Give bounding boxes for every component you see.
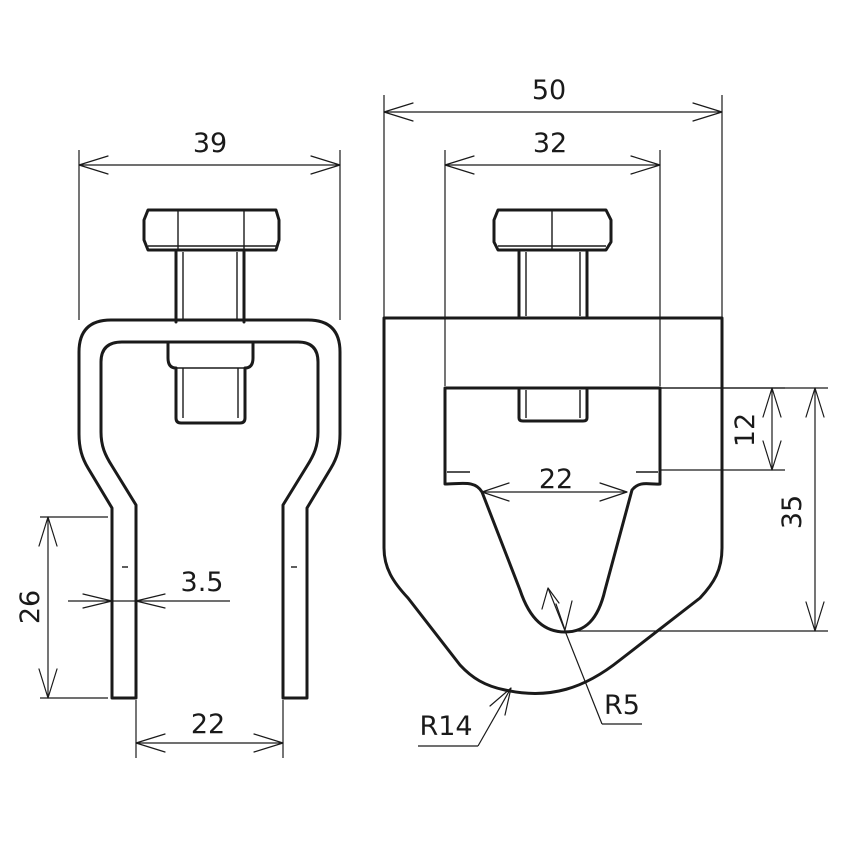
right-bolt-head (492, 208, 613, 252)
right-clamp-body (382, 316, 724, 695)
left-bolt-head (142, 208, 281, 252)
dim-right-depth: 35 (565, 387, 828, 632)
dim-left-height: 26 (15, 516, 108, 699)
dim-right-step: 12 (660, 387, 785, 471)
inner-radius-label: R5 (604, 690, 640, 721)
dim-left-thickness: 3.5 (68, 567, 230, 609)
dim-right-slot: 22 (481, 464, 628, 502)
dim-inner-radius: R5 (541, 587, 642, 725)
left-height-label: 26 (15, 590, 46, 624)
right-step-label: 12 (730, 413, 761, 447)
left-clamp-body (77, 318, 342, 700)
outer-radius-label: R14 (419, 711, 472, 742)
right-inner-width-label: 32 (533, 128, 567, 159)
left-thickness-label: 3.5 (181, 567, 224, 598)
dim-right-inner-width: 32 (444, 128, 661, 386)
dim-right-width: 50 (383, 75, 723, 318)
dim-outer-radius: R14 (418, 687, 512, 747)
left-nut (166, 340, 255, 425)
side-view (77, 208, 342, 700)
dim-left-gap: 22 (135, 700, 284, 758)
right-depth-label: 35 (777, 495, 808, 529)
right-width-label: 50 (532, 75, 566, 106)
front-view (382, 208, 724, 695)
right-bolt-shank (517, 250, 589, 423)
right-clamp-insert (443, 386, 662, 634)
dim-left-width: 39 (78, 128, 341, 320)
right-slot-label: 22 (539, 464, 573, 495)
left-bolt-shank (174, 250, 246, 324)
left-width-label: 39 (193, 128, 227, 159)
left-gap-label: 22 (191, 709, 225, 740)
